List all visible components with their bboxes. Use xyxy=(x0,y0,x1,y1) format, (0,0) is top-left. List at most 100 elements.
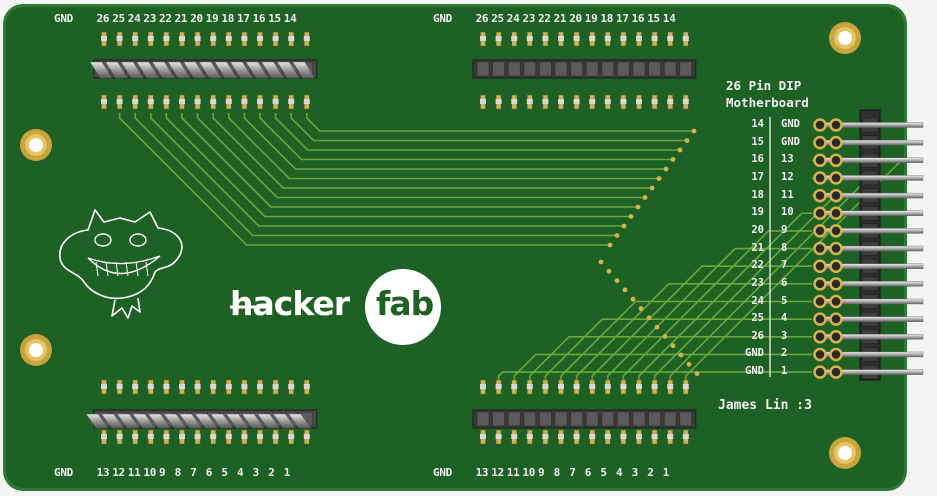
pin-band xyxy=(526,36,533,41)
angled-pin xyxy=(105,61,129,79)
pin-label: 15 xyxy=(647,12,660,25)
via xyxy=(694,371,700,376)
angled-pin xyxy=(101,413,125,429)
pin-label: 12 xyxy=(112,466,125,479)
pin-row-left-label: 18 xyxy=(751,188,764,201)
pin-row-left-label: 24 xyxy=(751,294,764,307)
pin-label: 18 xyxy=(600,12,614,25)
pin-band xyxy=(480,36,486,41)
pin-hole xyxy=(829,365,843,379)
pin-label: GND xyxy=(433,466,452,479)
via xyxy=(642,195,648,200)
pin-band xyxy=(303,434,310,439)
angled-pin xyxy=(194,413,218,429)
header-pin-block xyxy=(554,61,568,77)
angled-pin xyxy=(257,413,281,429)
pin-label: 25 xyxy=(491,12,504,25)
pin-label: GND xyxy=(54,12,73,25)
pin-band xyxy=(241,434,248,439)
pin-label: 7 xyxy=(569,466,576,479)
pin-band xyxy=(147,434,154,439)
pin-row-left-label: 15 xyxy=(751,135,764,148)
pin-band xyxy=(210,384,217,389)
pin-label: GND xyxy=(433,12,452,25)
pin-row-right-label: 9 xyxy=(781,223,788,236)
pin-label: 3 xyxy=(252,466,260,479)
pin-band xyxy=(303,384,310,389)
pin-row-left-label: 17 xyxy=(751,170,764,183)
pin-band xyxy=(147,99,154,104)
via xyxy=(630,296,636,302)
via xyxy=(649,185,655,191)
header-pin-block xyxy=(507,411,521,427)
pin-hole xyxy=(813,259,827,273)
pin-band xyxy=(480,99,486,104)
header-pin-block xyxy=(648,61,661,77)
pin-band xyxy=(147,36,154,41)
pin-band xyxy=(194,36,201,41)
header-pin-block xyxy=(648,411,661,427)
header-pin-block xyxy=(523,411,537,427)
pin-band xyxy=(636,36,642,41)
pin-band xyxy=(163,36,170,41)
pin-hole xyxy=(829,312,843,326)
pin-band xyxy=(604,99,611,104)
via xyxy=(686,361,692,367)
pin-row-right-label: 2 xyxy=(781,347,788,360)
pin-band xyxy=(573,99,580,104)
cat-teeth xyxy=(105,261,109,277)
pin-band xyxy=(542,434,549,439)
pin-band xyxy=(288,99,295,104)
pin-hole xyxy=(813,118,827,132)
pin-band xyxy=(620,36,627,41)
pin-band xyxy=(558,434,564,439)
cat-teeth xyxy=(95,261,99,277)
angled-pin xyxy=(225,413,249,429)
via xyxy=(635,204,641,210)
pin-row-right-label: 5 xyxy=(781,294,788,307)
pin-band xyxy=(272,99,279,104)
via xyxy=(638,306,644,311)
angled-pin xyxy=(163,413,187,429)
pin-band xyxy=(526,99,533,104)
pin-row-right-label: 13 xyxy=(781,153,794,166)
trace xyxy=(622,230,812,380)
pin-label: 1 xyxy=(283,466,291,479)
pin-band xyxy=(667,384,674,389)
pin-band xyxy=(272,36,279,41)
pin-band xyxy=(116,36,123,41)
pin-band xyxy=(495,384,502,389)
pin-label: 5 xyxy=(221,466,228,479)
pin-row-right-label: 12 xyxy=(781,170,794,183)
pin-band xyxy=(210,36,217,41)
pin-band xyxy=(241,384,248,389)
header-pin-block xyxy=(632,61,646,77)
pin-band xyxy=(116,99,123,104)
pin-band xyxy=(241,99,248,104)
angled-pin xyxy=(179,413,203,429)
pin-band xyxy=(194,434,201,439)
pin-band xyxy=(225,99,232,104)
pin-label: 17 xyxy=(237,12,250,25)
pin-hole xyxy=(813,171,827,185)
via xyxy=(662,334,668,339)
pin-band xyxy=(667,36,674,41)
pin-label: 4 xyxy=(616,466,623,479)
via xyxy=(628,214,634,219)
pin-band xyxy=(651,434,658,439)
header-pin-block xyxy=(632,411,646,427)
pin-band xyxy=(163,384,170,389)
pin-band xyxy=(511,36,518,41)
pin-band xyxy=(225,384,232,389)
pin-band xyxy=(604,36,611,41)
pin-label: 8 xyxy=(553,466,561,479)
header-pin-block xyxy=(601,61,615,77)
pin-band xyxy=(257,434,263,439)
via xyxy=(684,138,690,143)
pin-band xyxy=(179,384,185,389)
pin-label: 14 xyxy=(662,12,676,25)
header-pin-block xyxy=(523,61,537,77)
header-pin-block xyxy=(570,61,583,77)
angled-pin xyxy=(136,61,160,79)
